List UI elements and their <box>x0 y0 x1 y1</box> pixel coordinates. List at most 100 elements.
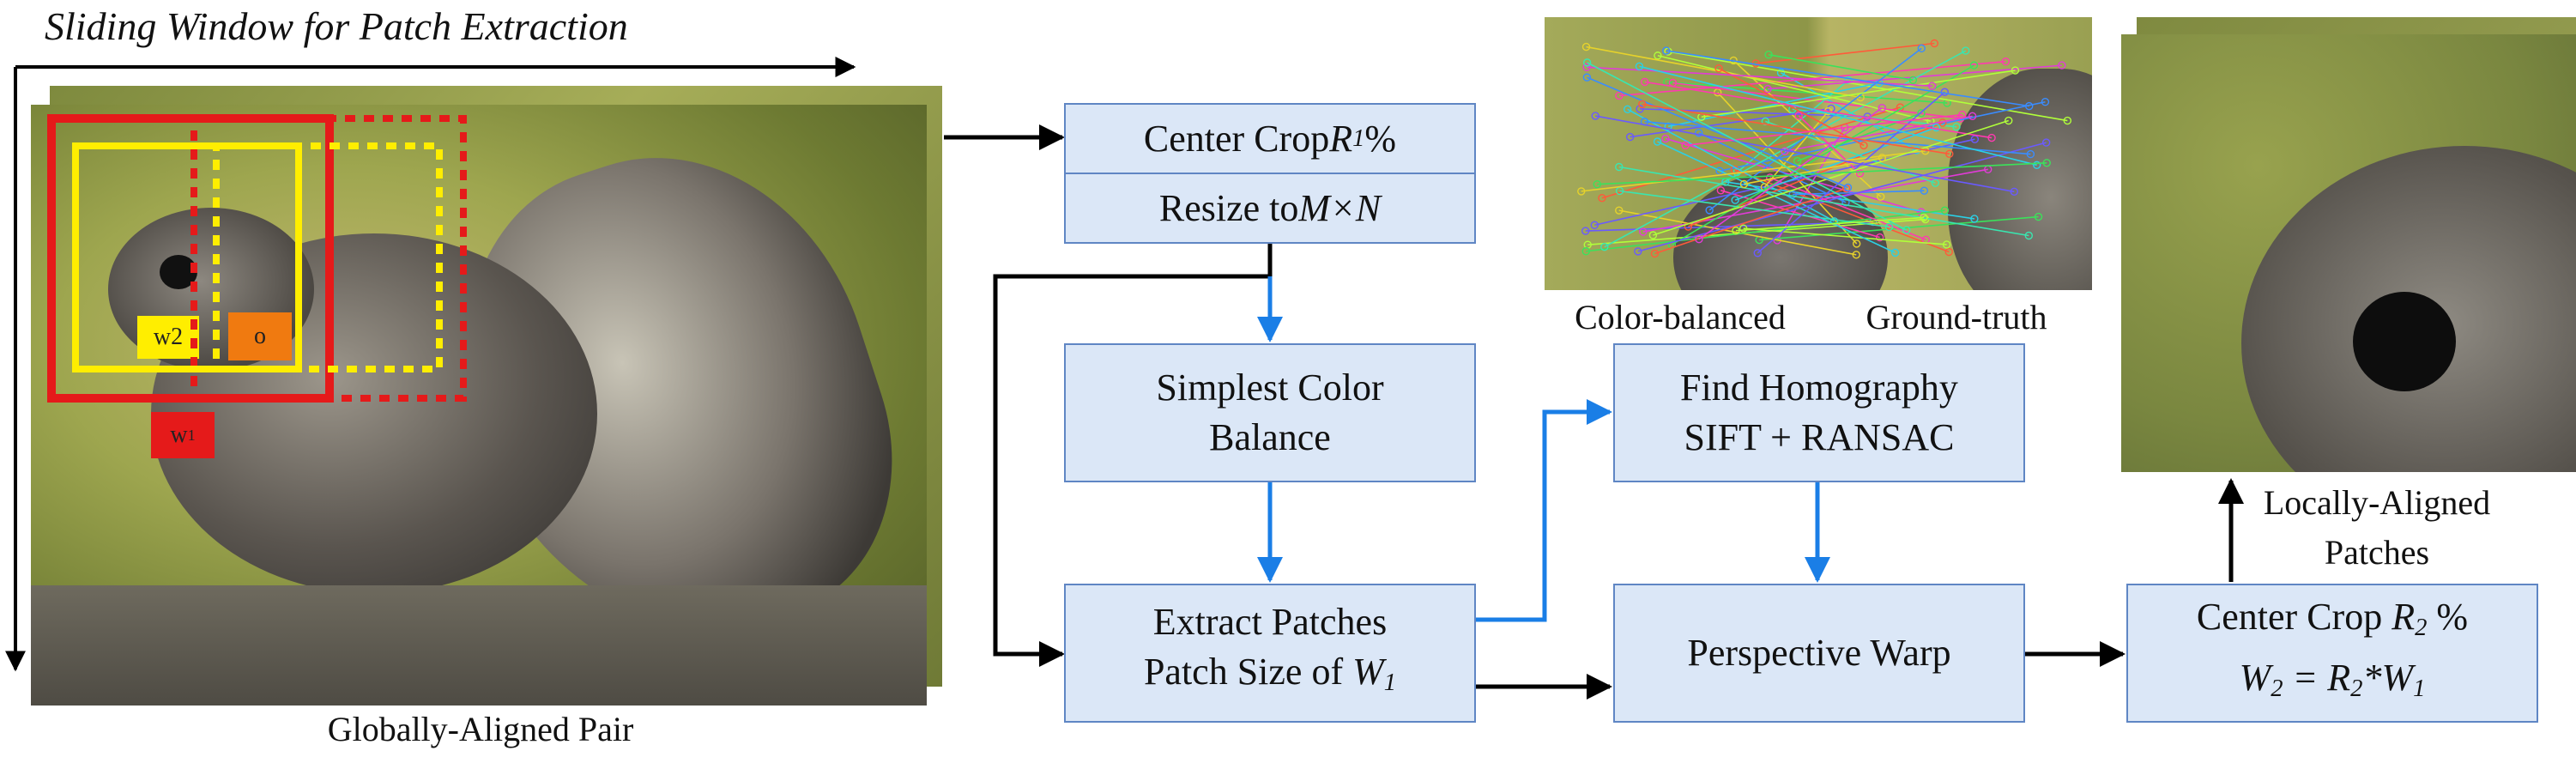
keypoint <box>1732 226 1740 235</box>
match-line <box>1595 115 2015 193</box>
keypoint <box>1623 105 1632 114</box>
keypoint <box>1705 206 1714 215</box>
match-line <box>1618 166 2029 237</box>
match-line <box>1701 70 2016 118</box>
match-line <box>1743 227 1947 245</box>
keypoint <box>1876 192 1885 201</box>
keypoint <box>1952 123 1961 131</box>
keypoint <box>1636 105 1644 113</box>
keypoint <box>1942 240 1951 249</box>
caption-globally-aligned: Globally-Aligned Pair <box>327 710 634 748</box>
keypoint <box>1582 63 1591 71</box>
match-line <box>1685 113 1962 147</box>
match-line <box>1630 107 1832 138</box>
keypoint <box>1920 213 1928 222</box>
keypoint <box>2001 57 2011 66</box>
keypoint <box>1878 154 1887 162</box>
match-line <box>1657 141 1896 254</box>
caption-ground-truth: Ground-truth <box>1865 298 2047 336</box>
keypoint <box>1662 46 1671 55</box>
keypoint <box>1844 76 1853 85</box>
match-line <box>1698 107 1883 240</box>
keypoint <box>1638 100 1647 109</box>
keypoint <box>1714 64 1723 73</box>
keypoint <box>1852 251 1860 259</box>
keypoint <box>1739 179 1749 189</box>
match-line <box>1769 177 1926 241</box>
match-line <box>1735 216 1925 232</box>
keypoint <box>1581 247 1590 256</box>
keypoint <box>1793 156 1802 166</box>
keypoint <box>1776 69 1786 77</box>
match-line <box>1734 168 1950 253</box>
keypoint <box>1940 206 1950 215</box>
keypoint <box>1944 247 1953 257</box>
match-line <box>1666 50 2029 107</box>
keypoint <box>1615 91 1624 100</box>
match-line <box>1666 81 1948 104</box>
match-line <box>1744 157 1883 185</box>
keypoint <box>2032 160 2041 170</box>
center-crop-2-box: Center Crop R2 % W2 = R2*W1 <box>2126 584 2538 723</box>
keypoint <box>2025 101 2034 111</box>
keypoint <box>2041 138 2051 147</box>
keypoint <box>1931 179 1940 187</box>
keypoint <box>1987 133 1996 142</box>
match-line <box>1619 190 1890 228</box>
match-line <box>1718 67 1865 147</box>
keypoint <box>1738 224 1748 233</box>
keypoint <box>1598 194 1606 203</box>
keypoint <box>1917 44 1926 53</box>
keypoint <box>1764 51 1773 59</box>
keypoint <box>1648 231 1658 239</box>
keypoint <box>1928 82 1937 90</box>
keypoint <box>1945 149 1954 158</box>
keypoint <box>1695 234 1703 244</box>
caption-color-balanced: Color-balanced <box>1575 298 1786 336</box>
keypoint <box>1902 226 1911 234</box>
match-line <box>1587 62 1908 231</box>
keypoint <box>1653 137 1662 146</box>
find-homography-box: Find Homography SIFT + RANSAC <box>1613 343 2025 482</box>
keypoint <box>1615 206 1624 215</box>
keypoint <box>1968 112 1977 121</box>
caption-locally-aligned-2: Patches <box>2324 533 2430 572</box>
keypoint <box>1970 215 1979 223</box>
keypoint <box>1855 169 1865 178</box>
keypoint <box>1639 227 1648 236</box>
keypoint <box>2063 116 2072 125</box>
keypoint <box>2010 187 2019 196</box>
keypoint <box>1763 84 1772 94</box>
keypoint <box>1731 196 1739 204</box>
match-line <box>1768 53 1914 82</box>
keypoint <box>1930 39 1939 48</box>
keypoint <box>1788 190 1797 199</box>
window-tag-o: o <box>228 312 292 360</box>
match-line <box>1587 76 1848 189</box>
match-line <box>1618 60 2006 97</box>
keypoint <box>1582 58 1592 67</box>
keypoint <box>1634 247 1642 256</box>
color-balance-box: Simplest Color Balance <box>1064 343 1476 482</box>
keypoint <box>1577 187 1586 196</box>
keypoint <box>1641 77 1649 87</box>
keypoint <box>1920 186 1929 195</box>
squirrel-image <box>31 105 927 706</box>
match-line <box>1597 161 2047 185</box>
keypoint <box>1890 248 1900 257</box>
keypoint <box>1962 46 1970 55</box>
keypoint <box>1958 110 1967 119</box>
match-line <box>1756 42 1935 64</box>
keypoint <box>1650 249 1660 258</box>
keypoint <box>1853 239 1861 248</box>
keypoint <box>1841 184 1851 193</box>
match-line <box>1720 190 1880 239</box>
keypoint <box>1590 221 1599 229</box>
match-line <box>1601 106 1901 199</box>
keypoint <box>1875 233 1884 242</box>
keypoint <box>1794 112 1803 120</box>
extract-patches-box: Extract Patches Patch Size of W1 <box>1064 584 1476 723</box>
match-line <box>1604 50 1967 248</box>
